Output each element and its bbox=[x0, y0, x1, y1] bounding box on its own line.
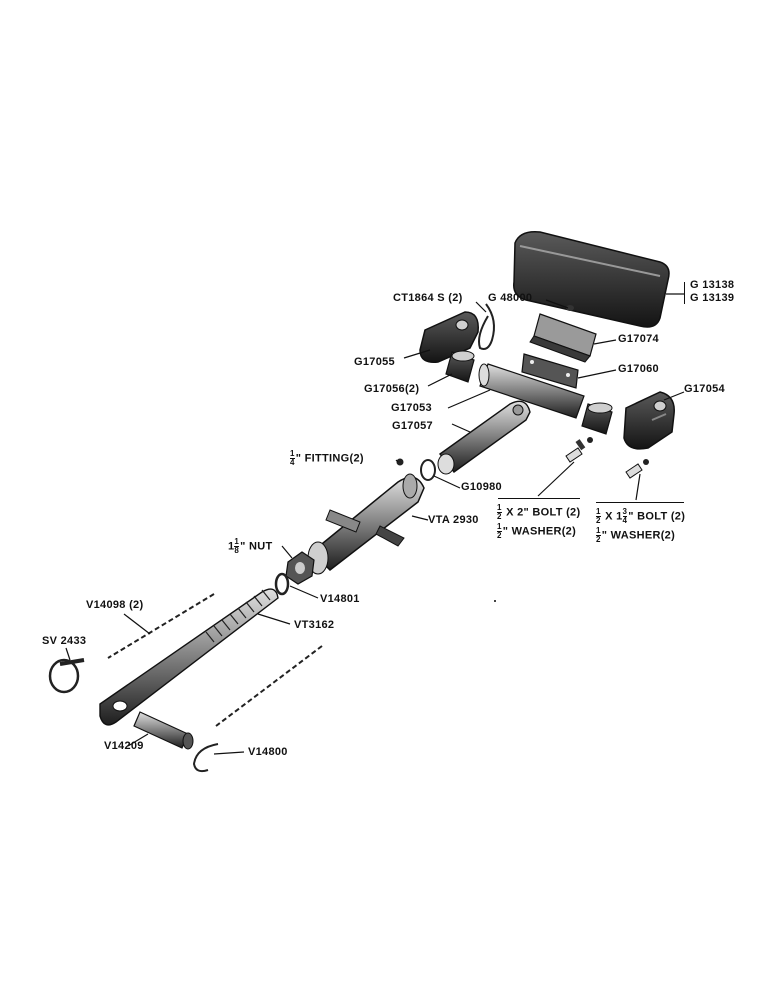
label-g48000: G 48000 bbox=[488, 292, 533, 304]
bushing-right-part bbox=[581, 402, 613, 435]
bolt-g48000-part bbox=[566, 305, 574, 311]
label-v14800: V14800 bbox=[248, 746, 288, 758]
nut-part bbox=[285, 551, 315, 585]
lynch-pin-part bbox=[48, 658, 85, 694]
label-g17057: G17057 bbox=[392, 420, 433, 432]
bolt-half-by-two-part bbox=[565, 437, 593, 463]
leader-lines bbox=[65, 293, 685, 755]
bushing-left-part bbox=[445, 350, 475, 383]
label-g17074: G17074 bbox=[618, 333, 659, 345]
label-vt3162: VT3162 bbox=[294, 619, 335, 631]
bolt2-rule bbox=[596, 502, 684, 503]
label-g17055: G17055 bbox=[354, 356, 395, 368]
clevis-g17055-part bbox=[419, 311, 479, 363]
label-g17054: G17054 bbox=[684, 383, 725, 395]
cotter-pin-part bbox=[478, 303, 495, 350]
label-sv2433: SV 2433 bbox=[42, 635, 87, 647]
grease-fitting-part bbox=[396, 458, 404, 466]
label-g17056: G17056(2) bbox=[364, 383, 420, 395]
label-v14209: V14209 bbox=[104, 740, 144, 752]
threaded-rod-vt3162-part bbox=[99, 588, 279, 726]
bolt1-rule bbox=[498, 498, 580, 499]
label-g13138: G 13138 bbox=[690, 279, 735, 291]
bracket-mark bbox=[684, 282, 685, 304]
plate-g17060-part bbox=[521, 353, 579, 389]
clevis-g17054-part bbox=[623, 391, 675, 450]
bracket-g17074-part bbox=[529, 313, 597, 363]
label-g13139: G 13139 bbox=[690, 292, 735, 304]
chain-upper-part bbox=[107, 593, 215, 659]
label-vta2930: VTA 2930 bbox=[428, 514, 479, 526]
chain-lower-part bbox=[215, 645, 323, 727]
label-v14098: V14098 (2) bbox=[86, 599, 144, 611]
label-v14801: V14801 bbox=[320, 593, 360, 605]
weight-box-part bbox=[513, 230, 670, 328]
bolt-half-by-one-three-quarter-part bbox=[625, 459, 649, 479]
label-g17053: G17053 bbox=[391, 402, 432, 414]
yoke-g17057-part bbox=[437, 400, 531, 475]
scan-speck bbox=[494, 600, 496, 602]
label-g10980: G10980 bbox=[461, 481, 502, 493]
washer-v14801-part bbox=[274, 572, 290, 596]
snap-ring-g10980-part bbox=[420, 459, 436, 481]
clevis-pin-v14209-part bbox=[133, 711, 194, 750]
housing-vta2930-part bbox=[307, 473, 425, 575]
hook-v14800-part bbox=[192, 743, 219, 773]
label-ct1864s: CT1864 S (2) bbox=[393, 292, 463, 304]
label-g17060: G17060 bbox=[618, 363, 659, 375]
shaft-g17053-part bbox=[478, 363, 585, 419]
